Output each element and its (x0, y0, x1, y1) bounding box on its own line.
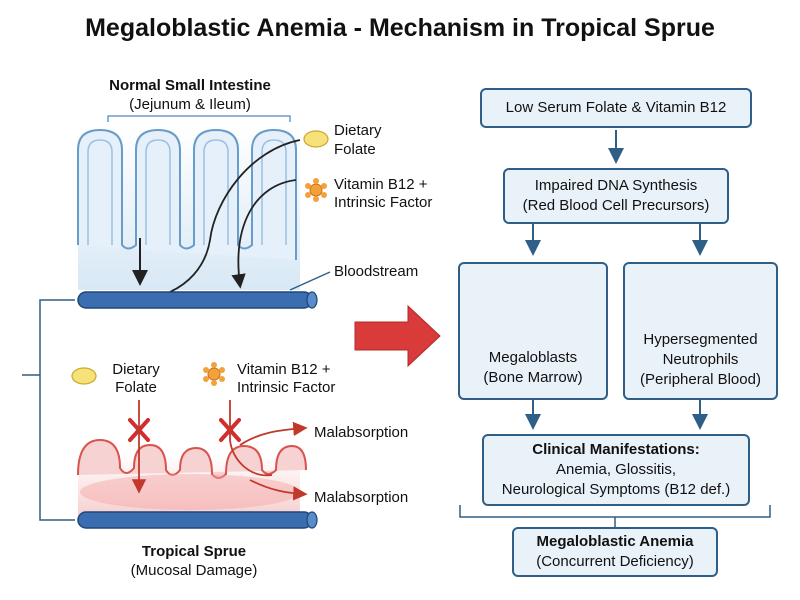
sprue-folate-icon (71, 367, 97, 385)
dietary-folate-label-2: Folate (334, 141, 376, 158)
sprue-folate-label-1: Dietary (112, 361, 160, 378)
final-subtitle: (Concurrent Deficiency) (536, 553, 694, 570)
dietary-folate-label-1: Dietary (334, 122, 382, 139)
neutrophils-text-3: (Peripheral Blood) (640, 371, 761, 388)
normal-villi (77, 128, 297, 260)
megaloblasts-box: Megaloblasts (Bone Marrow) (458, 262, 608, 400)
sprue-folate-label-2: Folate (115, 379, 157, 396)
sprue-subtitle: (Mucosal Damage) (130, 562, 258, 579)
neutrophils-text-1: Hypersegmented (643, 331, 758, 348)
malabsorption-label-1: Malabsorption (314, 424, 409, 441)
sprue-b12-path (229, 400, 273, 477)
megaloblasts-text-2: (Bone Marrow) (483, 369, 583, 386)
sprue-villi (77, 438, 307, 479)
clinical-title: Clinical Manifestations: (532, 441, 700, 458)
malabsorption-label-2: Malabsorption (314, 489, 409, 506)
low-serum-text: Low Serum Folate & Vitamin B12 (505, 99, 727, 116)
final-box: Megaloblastic Anemia (Concurrent Deficie… (512, 527, 718, 577)
panel-connector-bracket (39, 299, 75, 521)
sprue-b12-label-2: Intrinsic Factor (237, 379, 336, 396)
bloodstream-vessel-normal (77, 291, 318, 309)
b12-label-2: Intrinsic Factor (334, 194, 433, 211)
bloodstream-leader (289, 271, 331, 291)
bloodstream-vessel-sprue (77, 511, 318, 529)
normal-intestine-title: Normal Small Intestine (109, 77, 271, 94)
low-serum-box: Low Serum Folate & Vitamin B12 (480, 88, 752, 128)
impaired-text-1: Impaired DNA Synthesis (534, 177, 698, 194)
folate-path-curve (169, 139, 301, 293)
megaloblasts-text-1: Megaloblasts (488, 349, 578, 366)
sprue-title: Tropical Sprue (141, 543, 247, 560)
normal-villi-inner (87, 139, 287, 245)
impaired-dna-box: Impaired DNA Synthesis (Red Blood Cell P… (503, 168, 729, 224)
sprue-b12-icon (203, 362, 225, 386)
bloodstream-label: Bloodstream (334, 263, 419, 280)
clinical-box: Clinical Manifestations: Anemia, Glossit… (482, 434, 750, 506)
malabsorption-arrow-2 (249, 479, 308, 501)
clinical-text-1: Anemia, Glossitis, (555, 461, 677, 478)
final-bracket (459, 505, 771, 518)
normal-bracket (107, 115, 291, 122)
final-title: Megaloblastic Anemia (536, 533, 694, 550)
neutrophils-box: Hypersegmented Neutrophils (Peripheral B… (623, 262, 778, 400)
clinical-text-2: Neurological Symptoms (B12 def.) (501, 481, 731, 498)
b12-icon (305, 178, 327, 202)
diagram-title: Megaloblastic Anemia - Mechanism in Trop… (85, 14, 715, 42)
neutrophils-text-2: Neutrophils (662, 351, 739, 368)
malabsorption-arrow-1 (239, 421, 308, 446)
impaired-text-2: (Red Blood Cell Precursors) (522, 197, 710, 214)
big-red-arrow (354, 304, 441, 368)
b12-label-1: Vitamin B12 + (334, 176, 428, 193)
folate-icon (303, 130, 329, 148)
sprue-b12-label-1: Vitamin B12 + (237, 361, 331, 378)
sprue-inflammation (80, 474, 300, 510)
b12-absorption-arrow (231, 179, 297, 289)
normal-intestine-subtitle: (Jejunum & Ileum) (129, 96, 251, 113)
